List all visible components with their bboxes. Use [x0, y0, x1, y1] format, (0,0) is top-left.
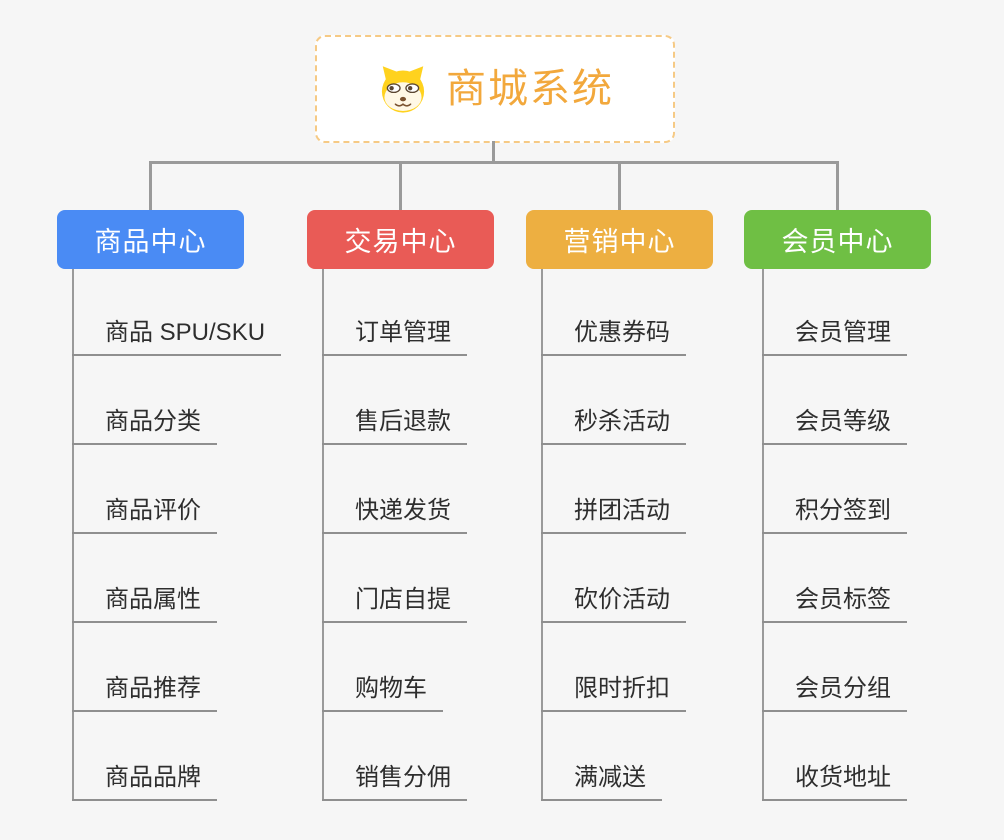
leaf-topic[interactable]: 会员管理	[762, 318, 907, 356]
branch-node-members[interactable]: 会员中心	[744, 210, 931, 269]
leaf-label: 销售分佣	[322, 763, 467, 801]
leaf-label: 商品属性	[72, 585, 217, 623]
leaf-label: 限时折扣	[541, 674, 686, 712]
leaf-topic[interactable]: 满减送	[541, 763, 662, 801]
connector-drop-marketing	[618, 161, 621, 210]
leaf-label: 购物车	[322, 674, 443, 712]
branch-node-products[interactable]: 商品中心	[57, 210, 244, 269]
leaf-label: 满减送	[541, 763, 662, 801]
leaf-label: 会员管理	[762, 318, 907, 356]
leaf-topic[interactable]: 会员等级	[762, 407, 907, 445]
leaf-topic[interactable]: 会员分组	[762, 674, 907, 712]
leaf-label: 拼团活动	[541, 496, 686, 534]
leaf-label: 秒杀活动	[541, 407, 686, 445]
leaf-topic[interactable]: 门店自提	[322, 585, 467, 623]
leaf-label: 商品品牌	[72, 763, 217, 801]
leaf-topic[interactable]: 售后退款	[322, 407, 467, 445]
leaf-topic[interactable]: 订单管理	[322, 318, 467, 356]
leaf-label: 积分签到	[762, 496, 907, 534]
leaf-label: 商品推荐	[72, 674, 217, 712]
leaf-topic[interactable]: 优惠券码	[541, 318, 686, 356]
leaf-topic[interactable]: 商品 SPU/SKU	[72, 318, 282, 356]
connector-drop-products	[149, 161, 152, 210]
branch-trunk-line	[72, 269, 74, 801]
leaf-label: 砍价活动	[541, 585, 686, 623]
leaf-label: 商品评价	[72, 496, 217, 534]
connector-root-drop	[492, 141, 495, 163]
leaf-topic[interactable]: 快递发货	[322, 496, 467, 534]
branch-label: 商品中心	[94, 227, 207, 257]
branch-node-trade[interactable]: 交易中心	[307, 210, 494, 269]
connector-horizontal-bar	[149, 161, 839, 164]
leaf-topic[interactable]: 收货地址	[762, 763, 907, 801]
leaf-label: 门店自提	[322, 585, 467, 623]
leaf-topic[interactable]: 商品属性	[72, 585, 217, 623]
leaf-topic[interactable]: 商品评价	[72, 496, 217, 534]
branch-node-marketing[interactable]: 营销中心	[526, 210, 713, 269]
branch-label: 会员中心	[781, 227, 894, 257]
leaf-label: 会员分组	[762, 674, 907, 712]
leaf-topic[interactable]: 商品品牌	[72, 763, 217, 801]
leaf-label: 优惠券码	[541, 318, 686, 356]
branch-trunk-line	[762, 269, 764, 801]
leaf-topic[interactable]: 商品推荐	[72, 674, 217, 712]
branch-label: 营销中心	[563, 227, 676, 257]
leaf-topic[interactable]: 购物车	[322, 674, 443, 712]
leaf-topic[interactable]: 销售分佣	[322, 763, 467, 801]
leaf-topic[interactable]: 秒杀活动	[541, 407, 686, 445]
branch-trunk-line	[322, 269, 324, 801]
leaf-label: 订单管理	[322, 318, 467, 356]
root-topic-label: 商城系统	[446, 67, 614, 111]
connector-drop-trade	[399, 161, 402, 210]
leaf-topic[interactable]: 商品分类	[72, 407, 217, 445]
leaf-topic[interactable]: 拼团活动	[541, 496, 686, 534]
root-topic[interactable]: 商城系统	[315, 35, 675, 143]
branch-label: 交易中心	[344, 227, 457, 257]
dog-face-icon	[381, 66, 425, 113]
leaf-label: 会员等级	[762, 407, 907, 445]
leaf-label: 商品 SPU/SKU	[72, 318, 282, 356]
leaf-label: 售后退款	[322, 407, 467, 445]
leaf-label: 收货地址	[762, 763, 907, 801]
leaf-topic[interactable]: 限时折扣	[541, 674, 686, 712]
branch-trunk-line	[541, 269, 543, 801]
leaf-topic[interactable]: 砍价活动	[541, 585, 686, 623]
leaf-topic[interactable]: 会员标签	[762, 585, 907, 623]
leaf-topic[interactable]: 积分签到	[762, 496, 907, 534]
leaf-label: 商品分类	[72, 407, 217, 445]
leaf-label: 快递发货	[322, 496, 467, 534]
leaf-label: 会员标签	[762, 585, 907, 623]
connector-drop-members	[836, 161, 839, 210]
